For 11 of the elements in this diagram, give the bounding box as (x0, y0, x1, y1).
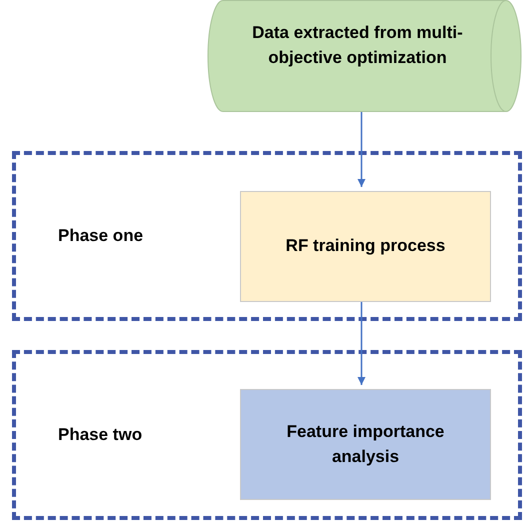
phase-band (12, 151, 522, 321)
data-cylinder (207, 0, 522, 112)
process-box (240, 191, 491, 302)
box-text: RF training process (286, 235, 446, 258)
process-box (240, 389, 491, 500)
box-text: Data extracted from multi-objective optimization (251, 22, 464, 69)
box-text: Feature importance analysis (286, 420, 446, 468)
phase-label: Phase two (58, 425, 142, 445)
phase-label: Phase one (58, 226, 144, 246)
arrow (358, 112, 366, 187)
phase-band (12, 350, 522, 520)
